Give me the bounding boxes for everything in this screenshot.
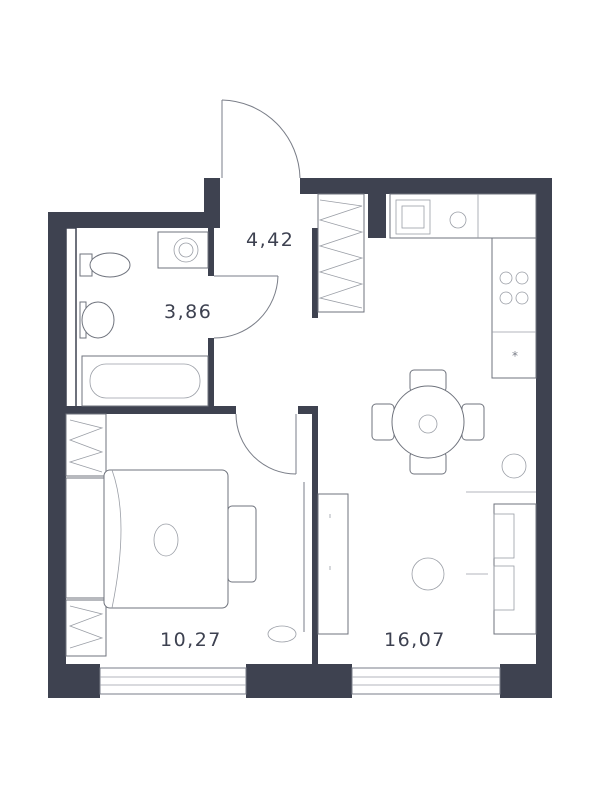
svg-text:*: * — [512, 349, 518, 363]
area-labels: 4,42 3,86 10,27 16,07 — [160, 229, 446, 651]
bathroom-fixtures — [79, 231, 209, 407]
hallway-wardrobe — [317, 193, 365, 313]
doors — [213, 99, 301, 475]
walls — [48, 178, 552, 698]
hallway-area-label: 4,42 — [246, 229, 294, 251]
bedroom-area-label: 10,27 — [160, 629, 222, 651]
living-furniture — [317, 453, 537, 635]
bedroom-furniture — [65, 413, 305, 657]
bathroom-area-label: 3,86 — [164, 301, 212, 323]
kitchen-living-area-label: 16,07 — [384, 629, 446, 651]
dining-set — [371, 369, 485, 475]
windows — [99, 667, 501, 695]
kitchen-counters: * — [389, 193, 537, 379]
